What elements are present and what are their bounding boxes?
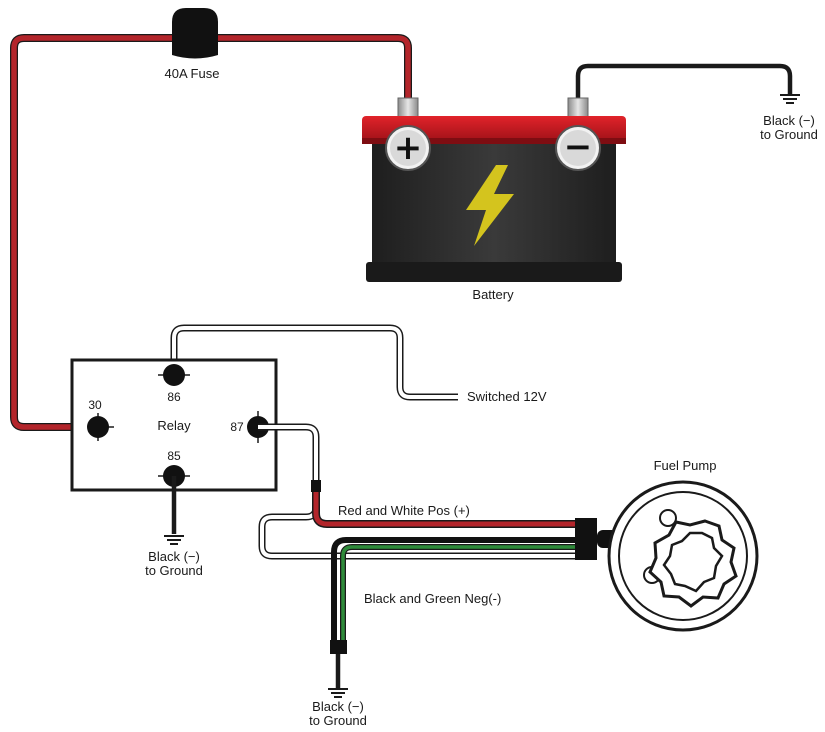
switched-12v-label: Switched 12V [467,389,547,404]
relay-pin-86 [163,364,185,386]
relay: Relay 86 30 87 85 [70,358,278,492]
pin-86-label: 86 [167,390,181,404]
red-white-positive-wire [311,480,580,528]
fuel-pump [575,480,759,632]
relay-87-white-wire [258,423,580,560]
ground-icon [164,535,184,545]
ground-icon [780,94,800,104]
lightning-bolt-icon [466,165,514,246]
relay-ground-line2: to Ground [145,563,203,578]
fuse-label: 40A Fuse [165,66,220,81]
fuel-pump-label: Fuel Pump [654,458,717,473]
fuse: 40A Fuse [165,8,220,81]
pin-87-label: 87 [230,420,244,434]
black-green-negative-wire [330,537,580,688]
battery-label: Battery [472,287,514,302]
ground-icon [328,688,348,698]
pump-ground-line1: Black (−) [312,699,364,714]
plus-icon: + [394,128,423,168]
pin-30-label: 30 [88,398,102,412]
switched-12v-wire [170,324,458,401]
relay-pin-30 [87,416,109,438]
battery: + − Battery [362,63,793,302]
relay-label: Relay [157,418,191,433]
battery-ground-line1: Black (−) [763,113,815,128]
pin-85-label: 85 [167,449,181,463]
red-power-wire [10,34,412,431]
pump-ground-line2: to Ground [309,713,367,728]
red-white-wire-label: Red and White Pos (+) [338,503,470,518]
minus-icon: − [564,127,593,167]
battery-ground-line2: to Ground [760,127,818,142]
black-green-wire-label: Black and Green Neg(-) [364,591,501,606]
relay-ground-line1: Black (−) [148,549,200,564]
